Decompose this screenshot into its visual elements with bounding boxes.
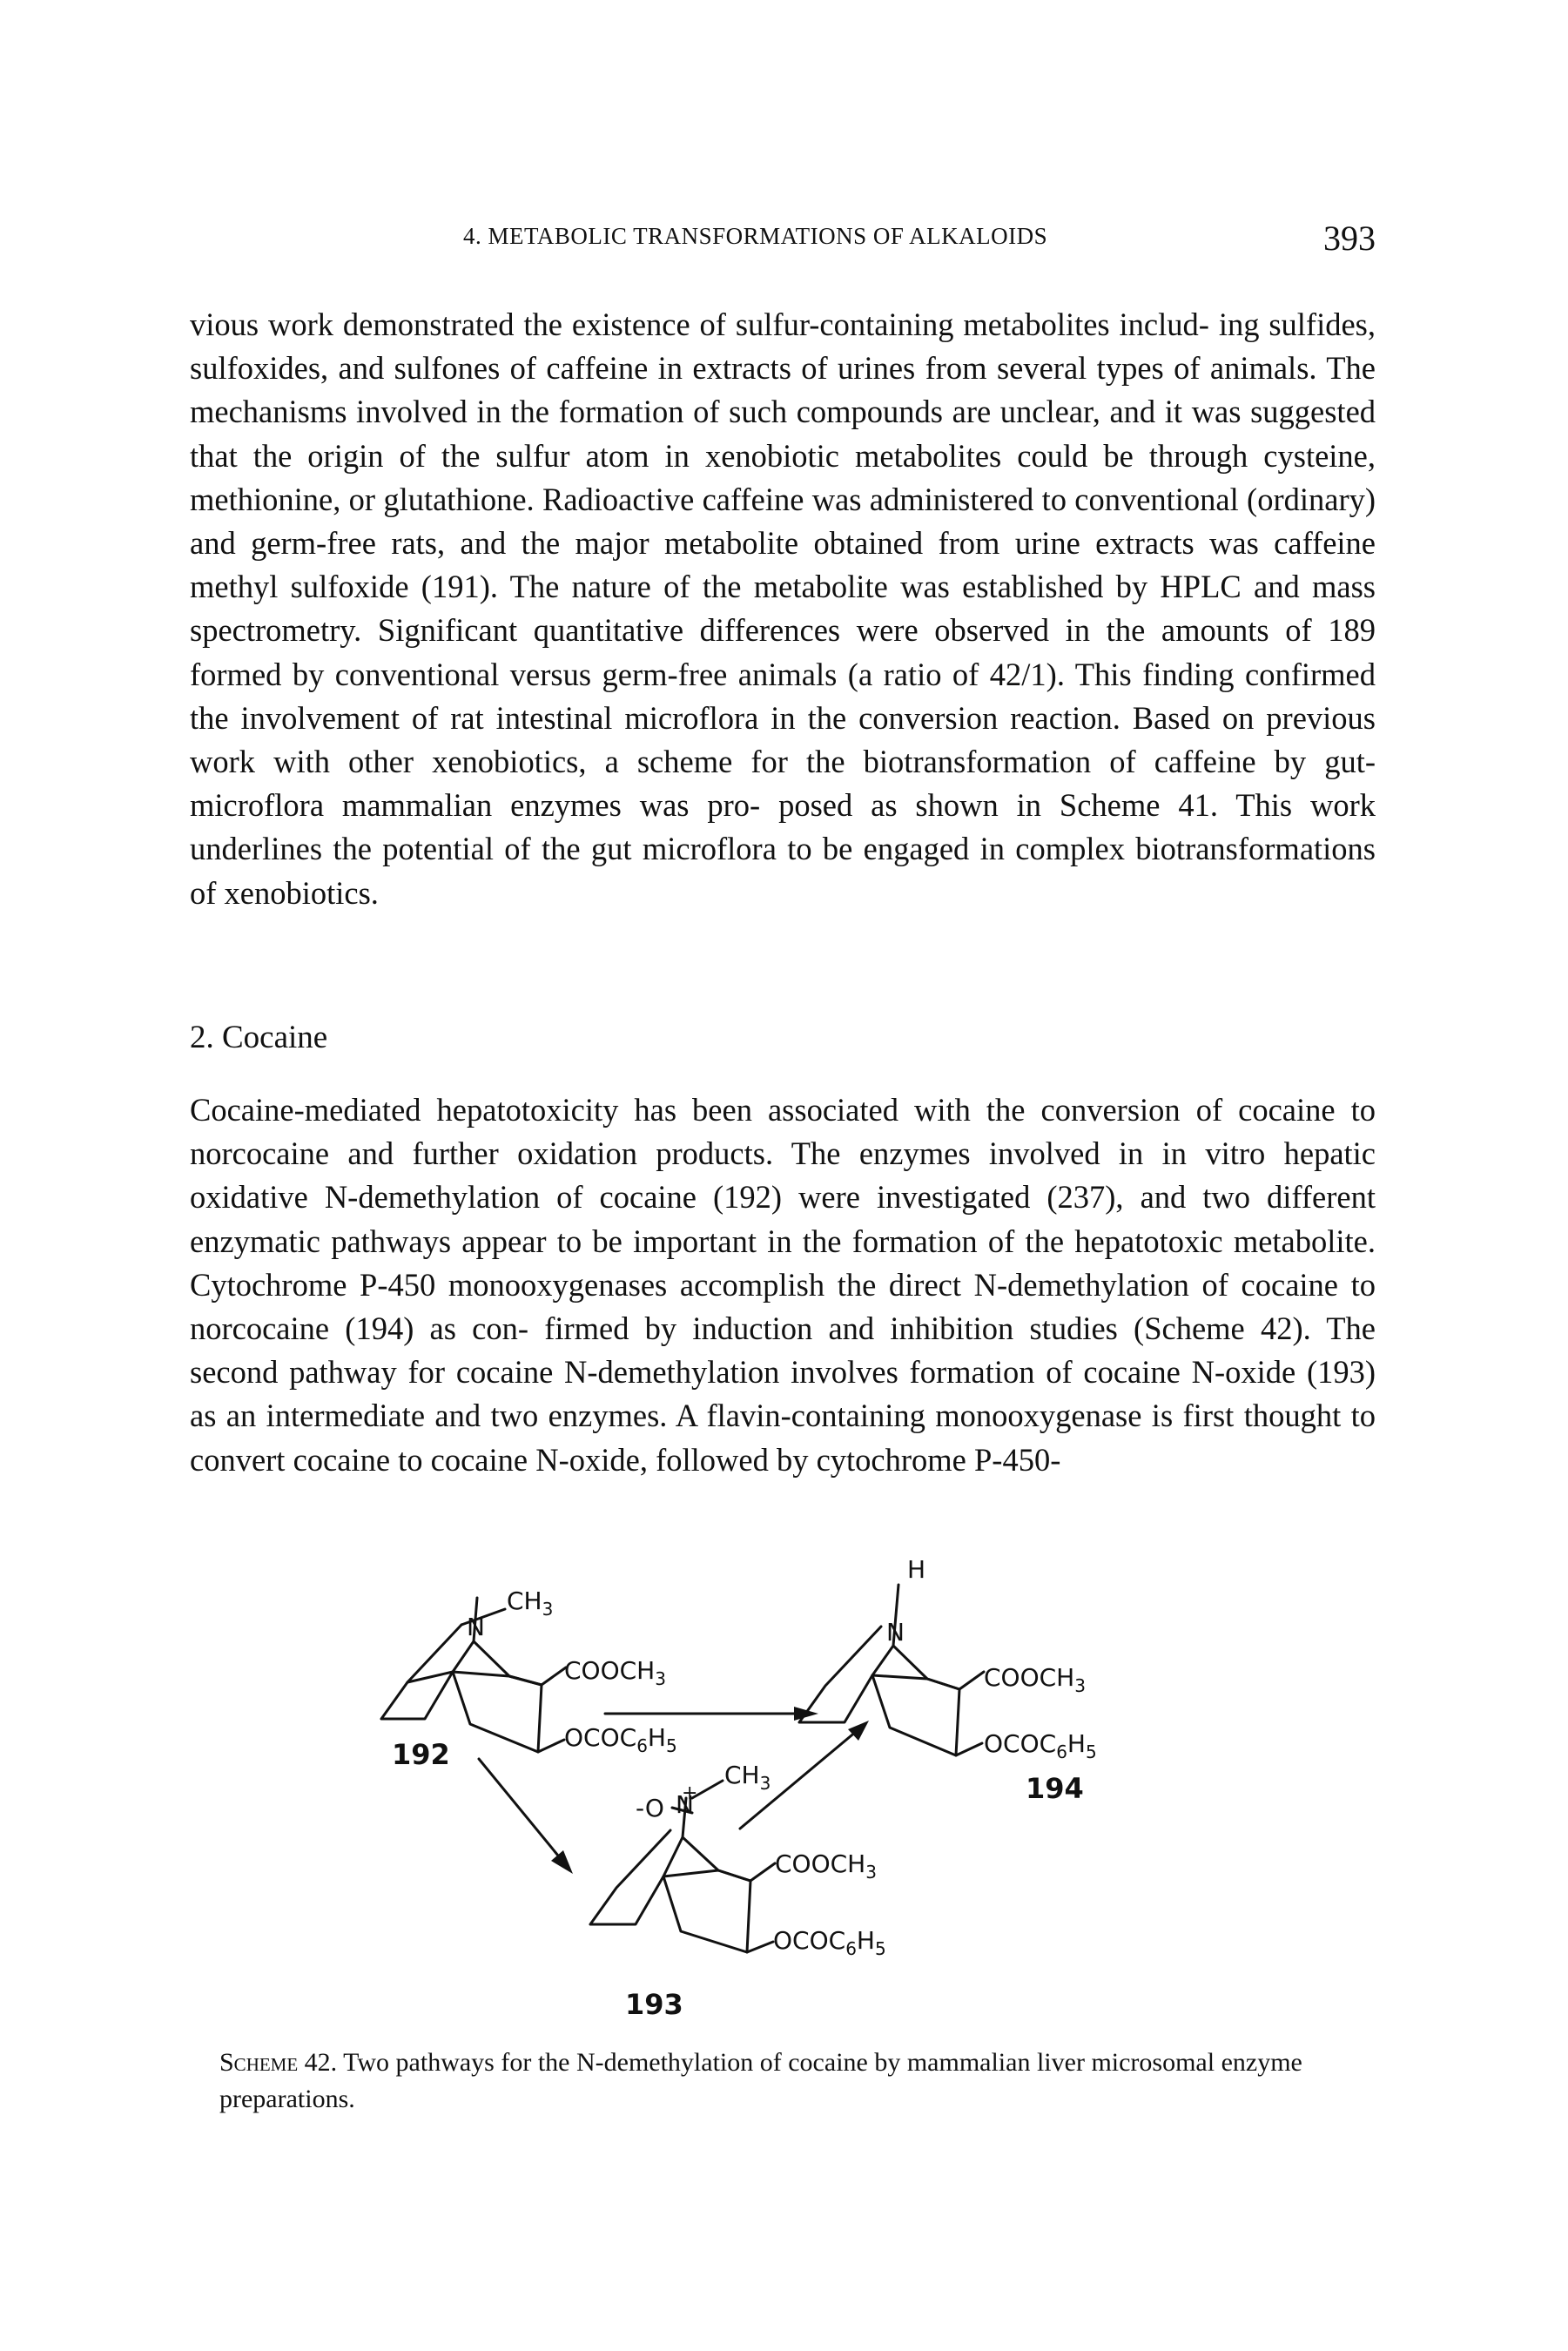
compound-193-label: 193 [625, 1988, 683, 2021]
text-line: sulfoxide (191). The nature of the metab… [290, 569, 1376, 605]
text-line: in vitro hepatic oxidative N-demethylati… [190, 1135, 1376, 1216]
svg-text:+: + [682, 1782, 697, 1804]
svg-text:CH3: CH3 [507, 1586, 553, 1620]
svg-text:OCOC6H5: OCOC6H5 [564, 1723, 677, 1756]
body-paragraph-2: Cocaine-mediated hepatotoxicity has been… [190, 1088, 1376, 1482]
text-line: xenobiotic metabolites could be through … [190, 437, 1376, 517]
text-line: reaction. Based on previous work with ot… [190, 699, 1376, 780]
body-paragraph-1: vious work demonstrated the existence of… [190, 303, 1376, 915]
text-line: thought to convert cocaine to cocaine N-… [190, 1398, 1376, 1478]
caption-text: Two pathways for the N-demethylation of … [219, 2048, 1302, 2113]
svg-text:COOCH3: COOCH3 [984, 1663, 1086, 1696]
compound-194-label: 194 [1026, 1772, 1084, 1805]
text-line: intermediate and two enzymes. A flavin-c… [266, 1398, 1235, 1434]
svg-text:OCOC6H5: OCOC6H5 [984, 1729, 1097, 1762]
svg-text:OCOC6H5: OCOC6H5 [773, 1926, 886, 1959]
text-line: cocaine N-demethylation involves formati… [190, 1354, 1376, 1434]
n-atom-193: N [676, 1790, 694, 1819]
text-line: accomplish the direct N-demethylation of… [190, 1266, 1376, 1347]
text-line: spectrometry. Significant quantitative d… [190, 612, 1269, 649]
text-line: microflora to be engaged in complex biot… [190, 831, 1376, 911]
arrow-193-to-194 [738, 1725, 864, 1830]
svg-text:COOCH3: COOCH3 [775, 1849, 877, 1883]
n-atom-192: N [467, 1613, 485, 1641]
arrow-192-to-193 [477, 1757, 568, 1867]
page-number: 393 [1323, 219, 1376, 258]
n-oxide-label: -O [636, 1794, 664, 1822]
svg-text:COOCH3: COOCH3 [564, 1656, 666, 1689]
text-line: compounds are unclear, and it was sugges… [190, 394, 1376, 474]
caption-label: Scheme 42. [219, 2048, 338, 2077]
h-atom-194: H [907, 1559, 925, 1584]
text-line: vious work demonstrated the existence of… [190, 307, 1209, 342]
text-line: posed as shown in Scheme 41. This work u… [190, 787, 1376, 867]
scheme-42-diagram: N CH3 COOCH3 OCOC6H5 192 N H COOCH3 OCOC… [380, 1559, 1097, 2021]
compound-192-label: 192 [392, 1738, 450, 1771]
text-line: firmed by induction and inhibition studi… [190, 1310, 1376, 1391]
scheme-caption: Scheme 42. Two pathways for the N-demeth… [219, 2044, 1369, 2118]
svg-text:CH3: CH3 [724, 1761, 771, 1794]
text-line: (237), and two different enzymatic pathw… [190, 1179, 1376, 1259]
text-line: rats, and the major metabolite obtained … [190, 525, 1376, 605]
text-line: several types of animals. The mechanisms… [190, 350, 1376, 430]
n-atom-194: N [886, 1618, 905, 1647]
text-line: cocaine to norcocaine and further oxidat… [190, 1092, 1376, 1172]
running-header: 4. METABOLIC TRANSFORMATIONS OF ALKALOID… [190, 218, 1376, 270]
text-line: Cocaine-mediated hepatotoxicity has been… [190, 1092, 1223, 1128]
section-heading: 2. Cocaine [190, 1020, 328, 1055]
text-line: of 189 formed by conventional versus ger… [190, 612, 1376, 692]
text-line: finding confirmed the involvement of rat… [190, 656, 1376, 736]
text-line: ing sulfides, sulfoxides, and sulfones o… [190, 307, 1376, 387]
text-line: Radioactive caffeine was administered to… [190, 481, 1376, 562]
text-line: biotransformation of caffeine by gut-mic… [190, 744, 1376, 824]
text-line: formation of the hepatotoxic metabolite.… [190, 1223, 1376, 1303]
running-head: 4. METABOLIC TRANSFORMATIONS OF ALKALOID… [463, 223, 1048, 249]
